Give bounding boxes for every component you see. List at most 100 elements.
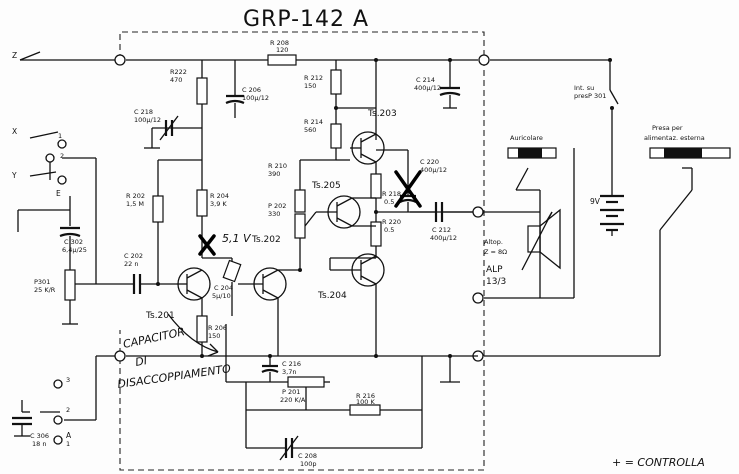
c208-ref: C 208 — [298, 452, 317, 460]
pin-label: 3 — [66, 376, 70, 384]
terminal-node — [478, 54, 490, 66]
terminal-e-label: E — [56, 189, 61, 198]
r204-value: 3,9 K — [210, 200, 227, 208]
p202-ref: P 202 — [268, 202, 286, 210]
r220-ref: R 220 — [382, 218, 401, 226]
p202-value: 330 — [268, 210, 280, 218]
c208-value: 100p — [300, 460, 317, 468]
battery-9v — [600, 190, 624, 236]
resistor-r202 — [152, 159, 202, 286]
r206-value: 150 — [208, 332, 220, 340]
c220-ref: C 220 — [420, 158, 439, 166]
jack-auricolare — [507, 147, 557, 159]
capacitor-c206 — [225, 60, 245, 118]
speaker-alp-13-3 — [521, 208, 561, 271]
resistor-r222 — [196, 60, 208, 190]
terminal-x-label: X — [12, 127, 17, 136]
potentiometer-p201 — [225, 324, 422, 448]
voltage-annotation: 5,1 V — [222, 232, 252, 245]
ts203-label: Ts.203 — [367, 109, 397, 119]
transistor-ts203 — [350, 131, 385, 174]
capacitor-c220 — [376, 149, 422, 212]
c206-ref: C 206 — [242, 86, 261, 94]
p301-ref: P301 — [34, 278, 50, 286]
c204-ref: C 204 — [214, 284, 233, 292]
r206-ref: R 206 — [208, 324, 227, 332]
c214-ref: C 214 — [416, 76, 435, 84]
legend-annotation: + = CONTROLLA — [612, 456, 705, 469]
resistor-r216 — [349, 356, 423, 416]
r220-value: 0.5 — [384, 226, 394, 234]
capacitor-note-line2: DI — [134, 354, 148, 369]
resistor-r204 — [196, 189, 232, 259]
transistor-ts205 — [316, 195, 376, 229]
transistor-ts204 — [329, 253, 385, 356]
capacitor-c218 — [144, 115, 202, 149]
r216-ref: R 216 — [356, 392, 375, 400]
c302-value: 6,4µ/25 — [62, 246, 87, 254]
c216-ref: C 216 — [282, 360, 301, 368]
resistor-r206 — [196, 315, 208, 356]
r214-ref: R 214 — [304, 118, 323, 126]
r218-value: 0.5 — [384, 198, 394, 206]
pin-label: 2 — [66, 406, 70, 414]
terminal-y-label: Y — [11, 171, 17, 180]
board-outline — [119, 31, 485, 471]
terminal-a-label: A — [66, 431, 72, 440]
capacitor-c306 — [12, 379, 63, 445]
c306-value: 18 n — [32, 440, 46, 448]
resistor-r210 — [294, 159, 336, 213]
r212-ref: R 212 — [304, 74, 323, 82]
r214-value: 560 — [304, 126, 316, 134]
r222-ref: R222 — [170, 68, 187, 76]
capacitor-c208 — [246, 410, 423, 461]
c212-ref: C 212 — [432, 226, 451, 234]
pin-label: 1 — [58, 132, 62, 140]
p201-value: 220 K/A — [280, 396, 306, 404]
auricolare-label: Auricolare — [510, 134, 543, 142]
alp-size: 13/3 — [486, 277, 506, 287]
resistor-r208 — [267, 54, 297, 66]
r202-value: 1,5 M — [126, 200, 144, 208]
capacitor-c212 — [410, 202, 484, 222]
c218-ref: C 218 — [134, 108, 153, 116]
r218-ref: R 218 — [382, 190, 401, 198]
capacitor-note-line3: DISACCOPPIAMENTO — [117, 362, 232, 391]
transistor-ts202 — [238, 267, 302, 356]
p301-value: 25 K/R — [34, 286, 56, 294]
alp-model: ALP — [486, 265, 503, 275]
ts201-label: Ts.201 — [145, 311, 175, 321]
c202-value: 22 n — [124, 260, 138, 268]
potentiometer-p301 — [62, 269, 134, 325]
terminal-node — [114, 54, 126, 66]
schematic-title: GRP-142 A — [243, 7, 369, 32]
output-network — [472, 148, 693, 362]
r216-value: 100 K — [356, 398, 375, 406]
potentiometer-p202 — [294, 211, 317, 268]
capacitor-c214 — [439, 58, 461, 109]
c306-ref: C 306 — [30, 432, 49, 440]
jack-presa — [649, 147, 731, 190]
c202-ref: C 202 — [124, 252, 143, 260]
bottom-rail — [64, 350, 478, 421]
capacitor-c216 — [261, 356, 279, 382]
resistor-r212 — [330, 58, 378, 140]
capacitor-c204 — [222, 258, 242, 316]
terminal-z-label: Z — [12, 51, 17, 60]
r210-ref: R 210 — [268, 162, 287, 170]
r222-value: 470 — [170, 76, 182, 84]
altop-label: Altop. — [484, 238, 503, 246]
int-label: Int. su — [574, 84, 594, 92]
battery-label: 9V — [590, 197, 601, 206]
resistor-r220 — [370, 212, 382, 258]
altop-impedance: Z = 8Ω — [484, 248, 507, 256]
c212-value: 400µ/12 — [430, 234, 457, 242]
capacitor-c202 — [132, 274, 176, 294]
r210-value: 390 — [268, 170, 280, 178]
c216-value: 3,7n — [282, 368, 296, 376]
r208-ref: R 208 — [270, 39, 289, 47]
c206-value: 100µ/12 — [242, 94, 269, 102]
c218-value: 100µ/12 — [134, 116, 161, 124]
presa-desc: alimentaz. esterna — [644, 134, 705, 142]
